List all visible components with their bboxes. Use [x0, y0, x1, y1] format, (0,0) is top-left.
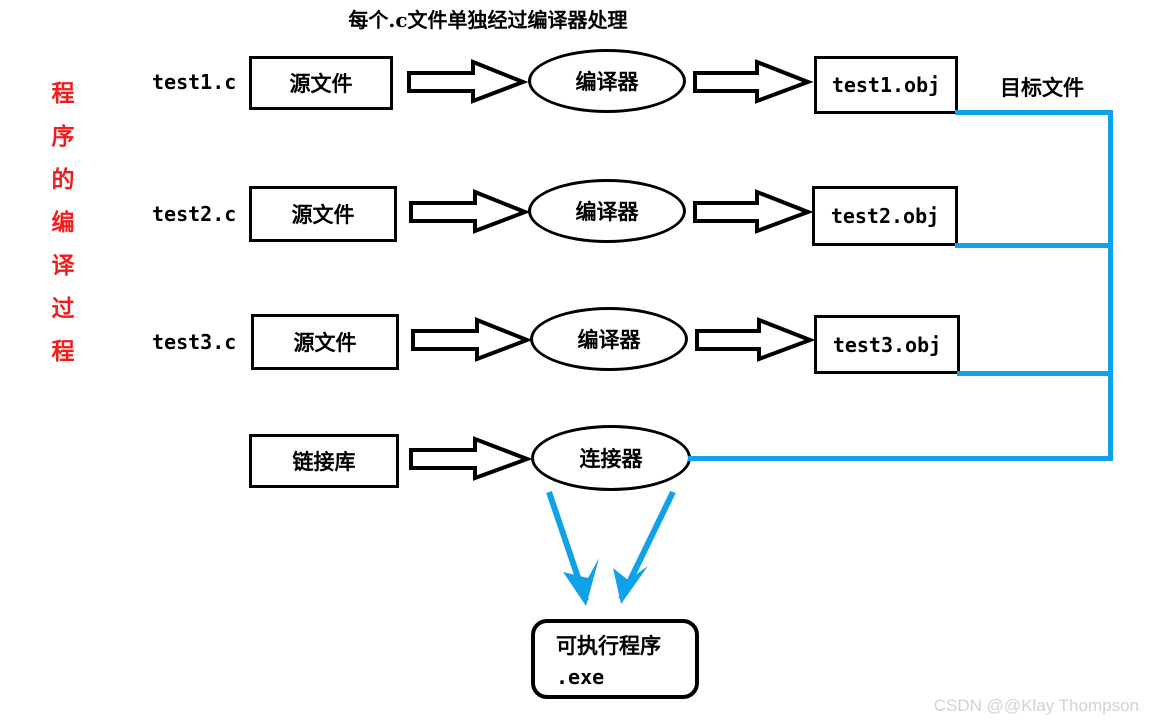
blue-arrowheads	[563, 558, 648, 606]
blue-arrowhead-left	[563, 558, 599, 606]
object-file-box-2: test2.obj	[812, 186, 958, 246]
blue-connector-to-linker	[688, 456, 1113, 461]
source-file-label-1: test1.c	[152, 70, 237, 94]
source-file-box-3: 源文件	[251, 314, 399, 370]
target-files-label: 目标文件	[1000, 75, 1084, 100]
source-file-box-1: 源文件	[249, 56, 393, 110]
blue-arrow-linker-to-exe-left	[546, 491, 589, 602]
vertical-caption-char-5: 过	[51, 295, 75, 322]
linker-ellipse: 连接器	[531, 425, 691, 491]
diagram-title: 每个.c文件单独经过编译器处理	[348, 8, 628, 32]
block-arrow-src-to-compiler-3	[411, 317, 533, 362]
blue-arrow-linker-to-exe-right	[618, 490, 676, 601]
object-file-box-1: test1.obj	[814, 56, 958, 114]
block-arrow-src-to-compiler-1	[407, 59, 529, 104]
blue-arrowhead-right	[613, 566, 648, 604]
executable-output-line1: 可执行程序	[556, 632, 661, 658]
block-arrow-compiler-to-obj-1	[693, 59, 814, 104]
vertical-caption-char-2: 的	[51, 166, 75, 193]
block-arrow-src-to-compiler-2	[409, 189, 531, 234]
compiler-ellipse-3: 编译器	[530, 307, 688, 371]
source-file-label-2: test2.c	[152, 202, 237, 226]
csdn-watermark: CSDN @@Klay Thompson	[933, 696, 1139, 715]
vertical-caption-char-0: 程	[51, 80, 75, 107]
source-file-box-2: 源文件	[249, 186, 397, 242]
blue-connector-vertical-bus	[1108, 110, 1113, 460]
object-file-box-3: test3.obj	[814, 315, 960, 374]
executable-output-line2: .exe	[556, 664, 605, 689]
blue-connector-h1	[955, 110, 1113, 115]
block-arrow-compiler-to-obj-3	[695, 317, 816, 362]
block-arrow-compiler-to-obj-2	[693, 189, 814, 234]
compiler-ellipse-2: 编译器	[528, 179, 686, 243]
vertical-caption-char-4: 译	[51, 252, 75, 279]
vertical-caption-char-6: 程	[51, 338, 75, 365]
executable-output-box: 可执行程序 .exe	[531, 619, 699, 699]
link-library-box: 链接库	[249, 434, 399, 488]
vertical-caption-char-1: 序	[51, 123, 75, 150]
compiler-ellipse-1: 编译器	[528, 49, 686, 113]
source-file-label-3: test3.c	[152, 330, 237, 354]
block-arrow-lib-to-linker	[409, 436, 533, 481]
vertical-caption-char-3: 编	[51, 209, 75, 236]
blue-connector-h2	[955, 243, 1113, 248]
blue-connector-h3	[957, 371, 1113, 376]
vertical-caption: 程 序 的 编 译 过 程	[40, 72, 86, 373]
